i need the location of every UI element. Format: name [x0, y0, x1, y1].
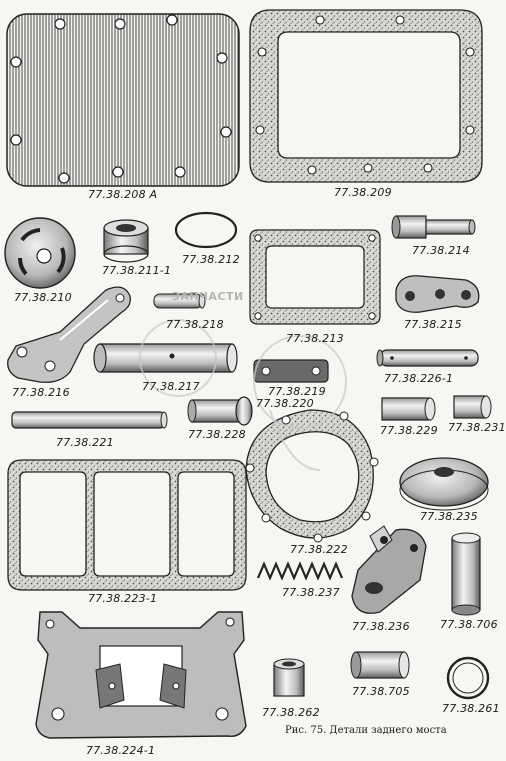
- label-77-38-217: 77.38.217: [142, 380, 200, 393]
- label-77-38-237: 77.38.237: [282, 586, 340, 599]
- label-77-38-235: 77.38.235: [420, 510, 478, 523]
- part-77-38-223-1: [7, 459, 247, 591]
- part-77-38-226-1: [376, 349, 479, 367]
- label-77-38-222: 77.38.222: [290, 543, 348, 556]
- label-77-38-209: 77.38.209: [334, 186, 392, 199]
- label-77-38-211-1: 77.38.211-1: [102, 264, 172, 277]
- label-77-38-236: 77.38.236: [352, 620, 410, 633]
- label-77-38-224-1: 77.38.224-1: [86, 744, 156, 757]
- label-77-38-221: 77.38.221: [56, 436, 114, 449]
- part-77-38-229: [381, 397, 436, 421]
- label-77-38-231: 77.38.231: [448, 421, 506, 434]
- part-77-38-215: [395, 275, 480, 313]
- watermark-text: ЗАПЧАСТИ: [172, 290, 244, 303]
- watermark-emblem: [139, 319, 347, 471]
- label-77-38-208a: 77.38.208 A: [88, 188, 158, 201]
- part-77-38-261: [446, 656, 490, 700]
- label-77-38-229: 77.38.229: [380, 424, 438, 437]
- label-77-38-210: 77.38.210: [14, 291, 72, 304]
- label-77-38-223-1: 77.38.223-1: [88, 592, 158, 605]
- part-77-38-706: [451, 532, 481, 616]
- part-77-38-217: [93, 343, 238, 373]
- label-77-38-212: 77.38.212: [182, 253, 240, 266]
- part-77-38-213: [249, 229, 381, 325]
- label-77-38-261: 77.38.261: [442, 702, 500, 715]
- label-77-38-218: 77.38.218: [166, 318, 224, 331]
- figure-caption: Рис. 75. Детали заднего моста: [285, 725, 447, 736]
- part-77-38-209: [249, 9, 483, 183]
- part-77-38-228: [187, 396, 253, 426]
- part-77-38-705: [350, 651, 410, 679]
- part-77-38-231: [453, 395, 492, 419]
- label-77-38-262: 77.38.262: [262, 706, 320, 719]
- label-77-38-214: 77.38.214: [412, 244, 470, 257]
- label-77-38-226-1: 77.38.226-1: [384, 372, 454, 385]
- label-77-38-215: 77.38.215: [404, 318, 462, 331]
- part-77-38-236: [351, 525, 427, 614]
- part-77-38-222: [245, 409, 379, 543]
- label-77-38-220: 77.38.220: [256, 397, 314, 410]
- label-77-38-705: 77.38.705: [352, 685, 410, 698]
- part-77-38-208a: [6, 13, 240, 187]
- part-77-38-218: [153, 293, 206, 309]
- part-77-38-237: [256, 561, 344, 581]
- part-77-38-210: [4, 217, 76, 289]
- part-77-38-219: [253, 359, 329, 383]
- part-77-38-212: [174, 211, 238, 249]
- label-77-38-228: 77.38.228: [188, 428, 246, 441]
- part-77-38-214: [391, 215, 476, 239]
- label-77-38-706: 77.38.706: [440, 618, 498, 631]
- part-77-38-211-1: [103, 219, 149, 263]
- part-77-38-224-1: [35, 611, 247, 739]
- part-77-38-216: [7, 286, 131, 383]
- label-77-38-213: 77.38.213: [286, 332, 344, 345]
- part-77-38-262: [273, 658, 305, 697]
- part-77-38-221: [11, 411, 168, 429]
- part-77-38-235: [399, 457, 489, 511]
- label-77-38-219: 77.38.219: [268, 385, 326, 398]
- label-77-38-216: 77.38.216: [12, 386, 70, 399]
